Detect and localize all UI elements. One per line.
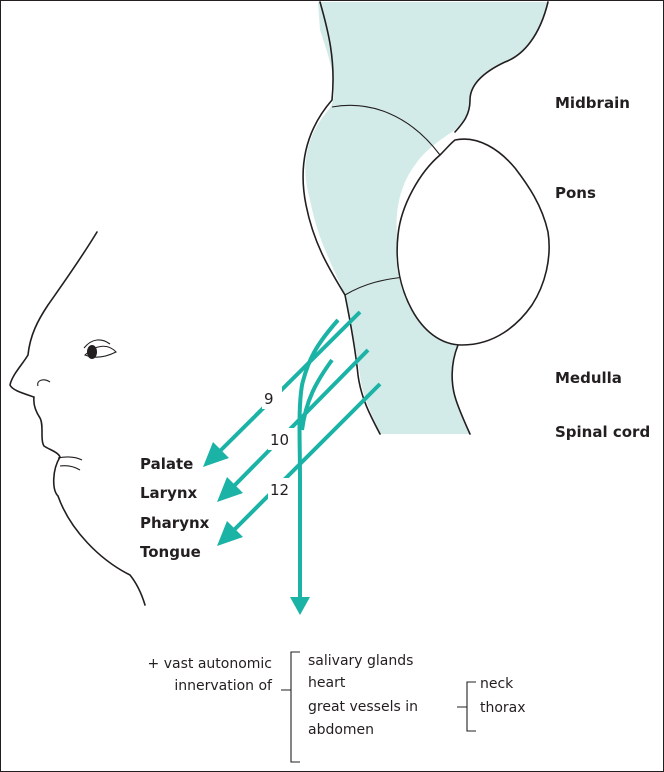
vessels-bracket: [457, 682, 476, 731]
nerve-9-label: 9: [264, 390, 274, 408]
vessels-sub-neck: neck: [480, 676, 514, 692]
nerve-12-label: 12: [270, 481, 289, 499]
label-larynx: Larynx: [140, 484, 198, 502]
label-spinal-cord: Spinal cord: [555, 423, 650, 441]
vessels-sub-thorax: thorax: [480, 700, 526, 716]
autonomic-intro-line1: + vast autonomic: [148, 656, 272, 672]
nerve-10-label: 10: [270, 431, 289, 449]
autonomic-item-2: heart: [308, 675, 346, 691]
autonomic-item-1: salivary glands: [308, 653, 413, 669]
pupil: [87, 345, 97, 359]
lower-lip: [60, 466, 80, 470]
autonomic-item-3: great vessels in: [308, 699, 418, 715]
nostril: [38, 380, 50, 386]
autonomic-bracket: [281, 652, 300, 762]
vagus-arrowhead: [290, 597, 310, 615]
label-pharynx: Pharynx: [140, 514, 210, 532]
label-pons: Pons: [555, 184, 596, 202]
label-tongue: Tongue: [140, 543, 201, 561]
label-palate: Palate: [140, 455, 193, 473]
pons-shape: [397, 139, 549, 345]
mouth: [58, 457, 82, 460]
label-midbrain: Midbrain: [555, 94, 630, 112]
autonomic-intro-line2: innervation of: [174, 678, 273, 694]
autonomic-item-4: abdomen: [308, 722, 374, 738]
face-profile: [10, 232, 145, 605]
label-medulla: Medulla: [555, 369, 622, 387]
